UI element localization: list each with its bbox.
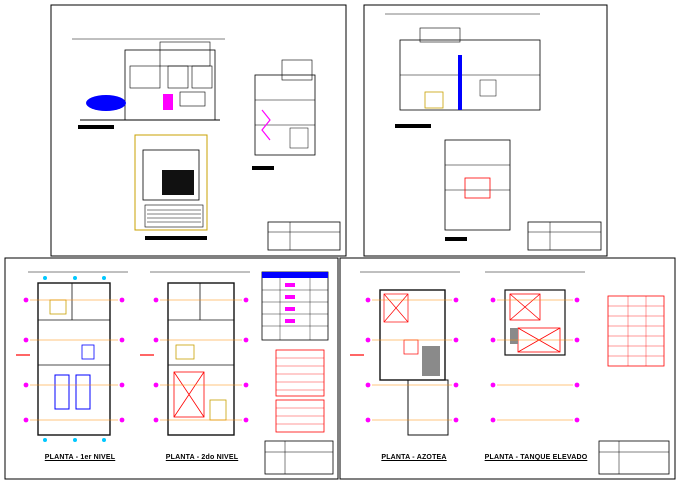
roof-plan <box>350 271 460 436</box>
first-floor-plan-title: PLANTA - 1er NIVEL <box>44 454 116 461</box>
reinforcement-schedule <box>607 295 665 367</box>
sheet-elevations-2 <box>363 4 608 257</box>
second-floor-plan-title: PLANTA - 2do NIVEL <box>165 454 239 461</box>
building-section <box>252 59 316 170</box>
water-tank-plan-title: PLANTA - TANQUE ELEVADO <box>484 454 588 461</box>
door-window-schedule <box>261 271 329 341</box>
side-section <box>444 139 511 241</box>
title-block-sheet1 <box>267 221 341 251</box>
garage-facade-plan <box>134 134 208 240</box>
finishes-table-2 <box>275 399 325 433</box>
rear-elevation <box>395 27 541 128</box>
first-floor-plan <box>16 271 128 442</box>
sheet-floor-plans <box>4 257 339 480</box>
sheet-roof-plans <box>339 257 676 480</box>
water-tank-plan <box>485 271 585 423</box>
roof-plan-title: PLANTA - AZOTEA <box>381 454 447 461</box>
title-block-sheet4 <box>598 440 670 475</box>
title-block-sheet3 <box>264 440 334 475</box>
second-floor-plan <box>140 271 250 436</box>
title-block-sheet2 <box>527 221 602 251</box>
finishes-table-1 <box>275 349 325 397</box>
sheet-elevations-sections <box>50 4 347 257</box>
front-elevation <box>72 38 225 129</box>
